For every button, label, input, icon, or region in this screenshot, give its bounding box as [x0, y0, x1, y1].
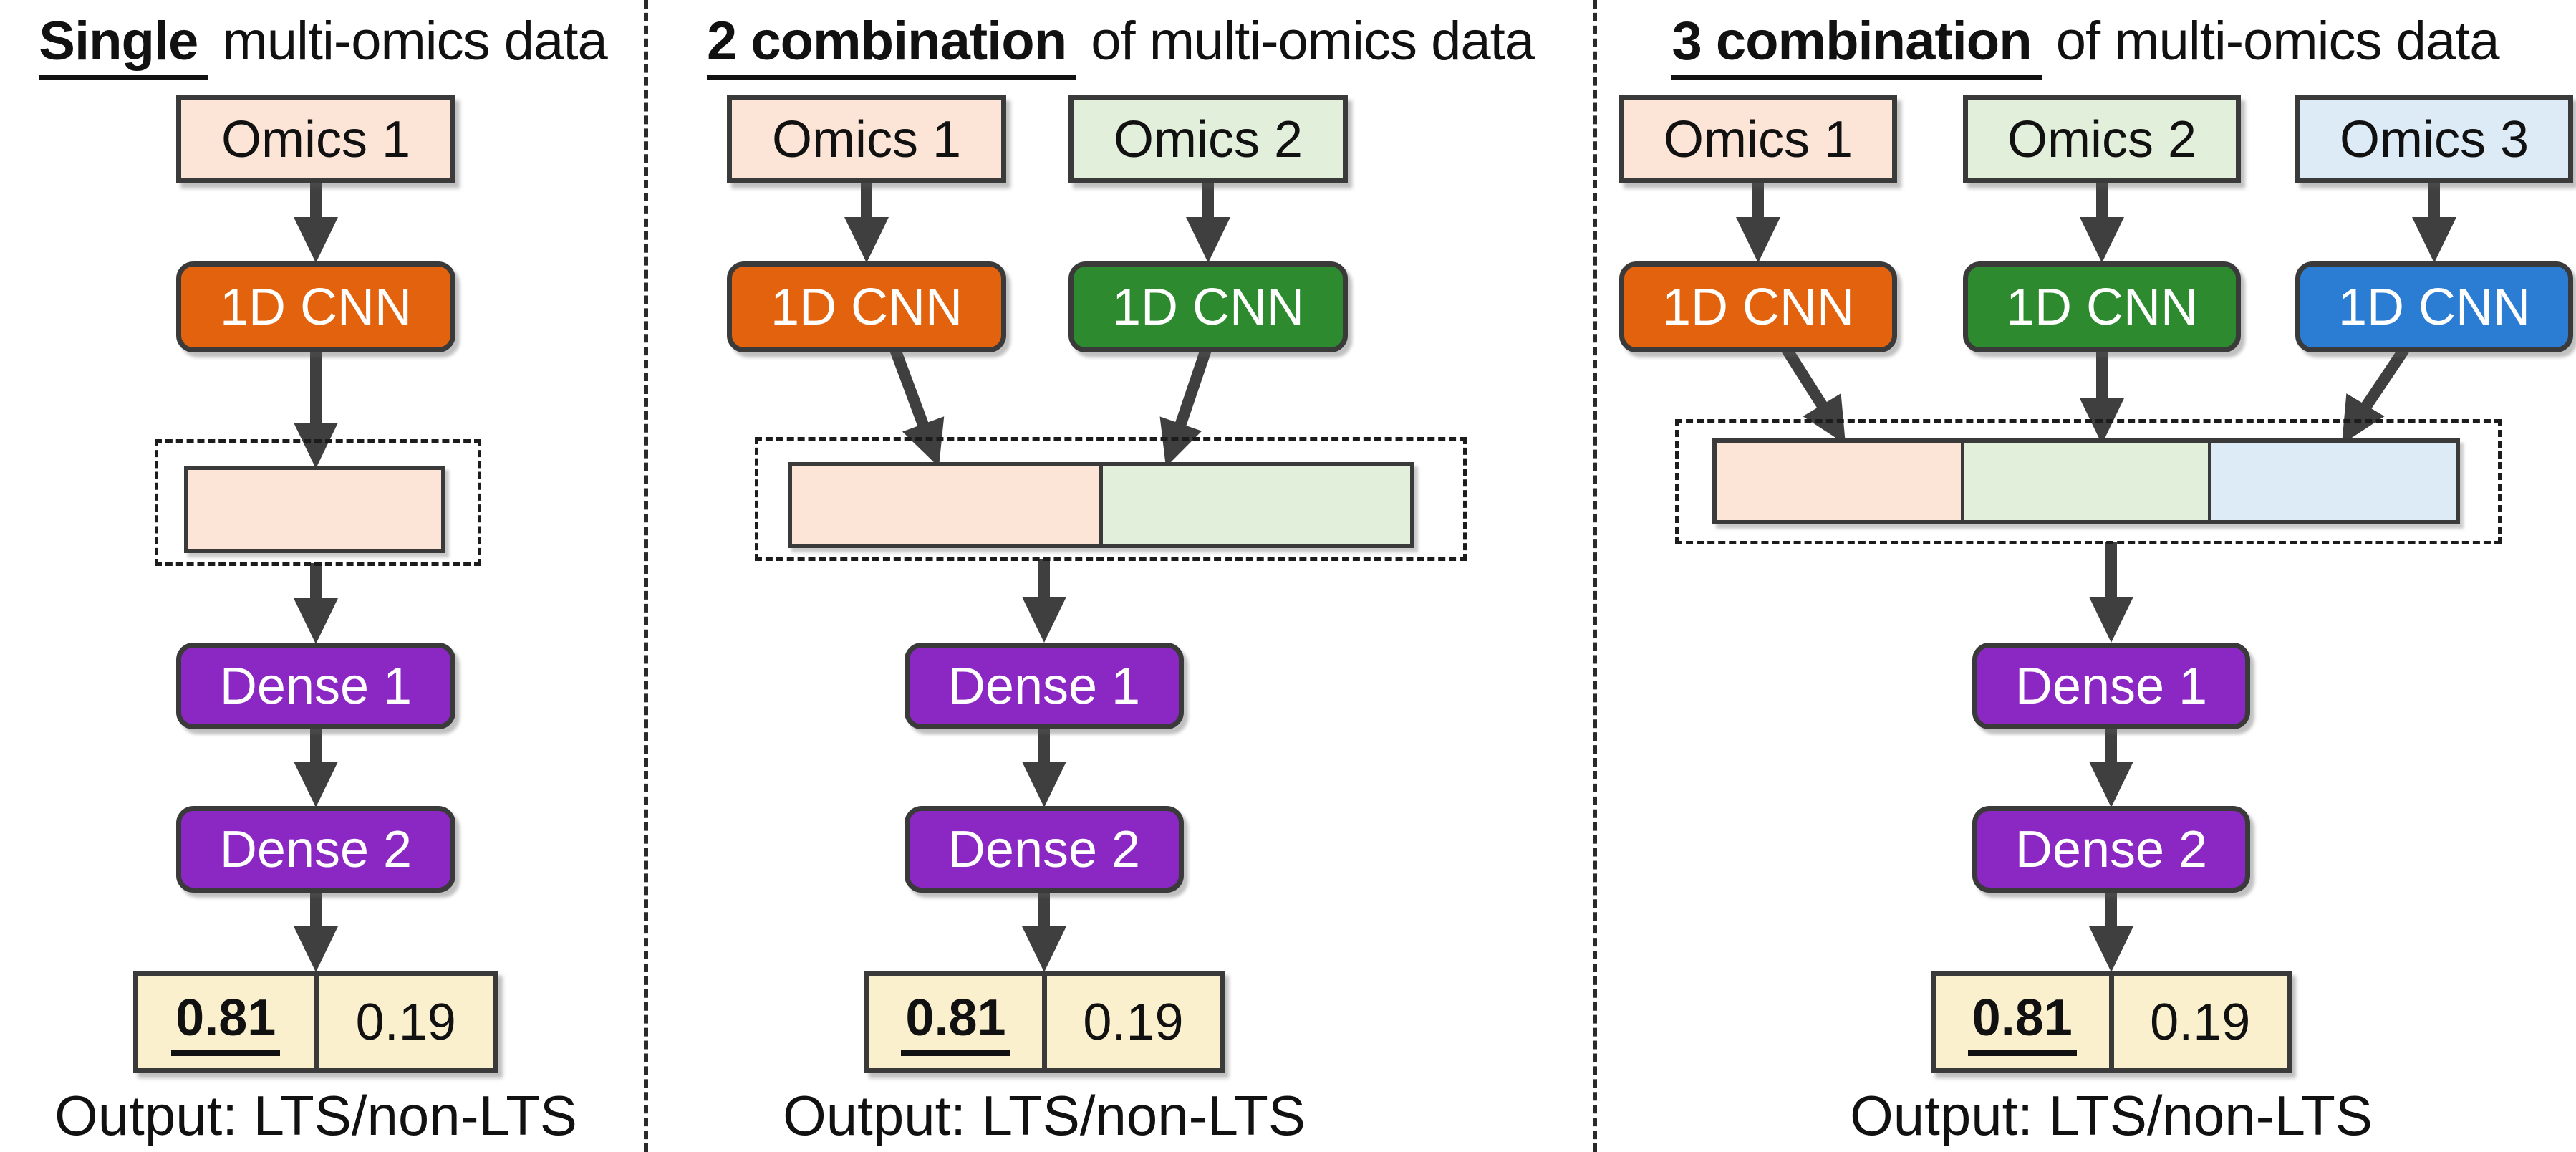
probability-nonlts: 0.19	[355, 993, 456, 1051]
panel-2-combination: 2 combination of multi-omics data Omics …	[646, 0, 1595, 1152]
panel-title-emphasis: 2 combination	[706, 11, 1077, 80]
concat-dashed-box	[755, 437, 1467, 561]
arrow-concat-to-dense1	[2089, 542, 2133, 643]
omics-2-box: Omics 2	[1963, 95, 2241, 183]
omics-2-box: Omics 2	[1068, 95, 1348, 183]
feature-segment-omics3	[2208, 443, 2456, 520]
arrow-dense2-to-output	[1022, 890, 1066, 972]
output-label: Output: LTS/non-LTS	[783, 1084, 1306, 1147]
output-cell-nonlts: 0.19	[2108, 976, 2287, 1068]
output-probability-cells: 0.81 0.19	[133, 971, 498, 1073]
output-label: Output: LTS/non-LTS	[1850, 1084, 2373, 1147]
probability-lts: 0.81	[171, 989, 281, 1056]
probability-lts: 0.81	[901, 989, 1010, 1056]
probability-nonlts: 0.19	[2150, 993, 2251, 1051]
arrow-dense1-to-dense2	[1022, 726, 1066, 807]
panel-3-combination: 3 combination of multi-omics data Omics …	[1595, 0, 2576, 1152]
output-cell-lts: 0.81	[1936, 976, 2109, 1068]
panel-title: 3 combination of multi-omics data	[1595, 10, 2576, 80]
output-label: Output: LTS/non-LTS	[54, 1084, 577, 1147]
cnn-1-box: 1D CNN	[727, 261, 1006, 352]
arrow-omics3-to-cnn	[2412, 181, 2456, 263]
arrow-dense1-to-dense2	[294, 726, 338, 807]
cnn-2-box: 1D CNN	[1963, 261, 2241, 352]
cnn-3-box: 1D CNN	[2295, 261, 2573, 352]
arrow-dense1-to-dense2	[2089, 726, 2133, 807]
arrow-omics1-to-cnn	[294, 181, 338, 263]
feature-segment-omics1	[792, 466, 1099, 544]
panel-title-rest: of multi-omics data	[2041, 11, 2500, 72]
output-cell-nonlts: 0.19	[1042, 976, 1220, 1068]
arrow-omics2-to-cnn	[2080, 181, 2124, 263]
feature-segment-omics1	[188, 470, 441, 549]
feature-vector	[788, 462, 1414, 548]
panel-single-omics: Single multi-omics data Omics 1 1D CNN D…	[0, 0, 646, 1152]
dense-1-box: Dense 1	[176, 643, 455, 729]
arrow-dense2-to-output	[2089, 890, 2133, 972]
output-cell-lts: 0.81	[869, 976, 1042, 1068]
feature-segment-omics2	[1960, 443, 2209, 520]
panel-title-emphasis: Single	[39, 11, 208, 80]
arrow-concat-to-dense1	[294, 563, 338, 644]
dense-2-box: Dense 2	[905, 806, 1184, 893]
omics-3-box: Omics 3	[2295, 95, 2573, 183]
panel-title-rest: multi-omics data	[208, 11, 607, 72]
concat-dashed-box	[1675, 419, 2502, 544]
omics-1-box: Omics 1	[1619, 95, 1897, 183]
concat-dashed-box	[155, 439, 481, 566]
output-cell-lts: 0.81	[138, 976, 314, 1068]
dense-1-box: Dense 1	[1972, 643, 2250, 729]
output-cell-nonlts: 0.19	[313, 976, 494, 1068]
dense-2-box: Dense 2	[176, 806, 455, 893]
feature-vector	[184, 466, 445, 553]
probability-nonlts: 0.19	[1083, 993, 1184, 1051]
arrow-omics2-to-cnn	[1186, 181, 1230, 263]
feature-vector	[1712, 438, 2460, 524]
cnn-1-box: 1D CNN	[176, 261, 455, 352]
panel-title-rest: of multi-omics data	[1076, 11, 1535, 72]
dense-1-box: Dense 1	[905, 643, 1184, 729]
cnn-1-box: 1D CNN	[1619, 261, 1897, 352]
arrow-concat-to-dense1	[1022, 559, 1066, 643]
output-probability-cells: 0.81 0.19	[864, 971, 1225, 1073]
feature-segment-omics1	[1717, 443, 1961, 520]
panel-title-emphasis: 3 combination	[1671, 11, 2042, 80]
panel-divider-1	[644, 0, 648, 1152]
arrow-omics1-to-cnn	[1736, 181, 1780, 263]
arrow-omics1-to-cnn	[844, 181, 889, 263]
dense-2-box: Dense 2	[1972, 806, 2250, 893]
panel-divider-2	[1593, 0, 1597, 1152]
arrow-dense2-to-output	[294, 890, 338, 972]
omics-1-box: Omics 1	[727, 95, 1006, 183]
feature-segment-omics2	[1099, 466, 1410, 544]
cnn-2-box: 1D CNN	[1068, 261, 1348, 352]
omics-1-box: Omics 1	[176, 95, 455, 183]
probability-lts: 0.81	[1967, 989, 2077, 1056]
panel-title: Single multi-omics data	[0, 10, 646, 80]
panel-title: 2 combination of multi-omics data	[646, 10, 1595, 80]
output-probability-cells: 0.81 0.19	[1931, 971, 2292, 1073]
